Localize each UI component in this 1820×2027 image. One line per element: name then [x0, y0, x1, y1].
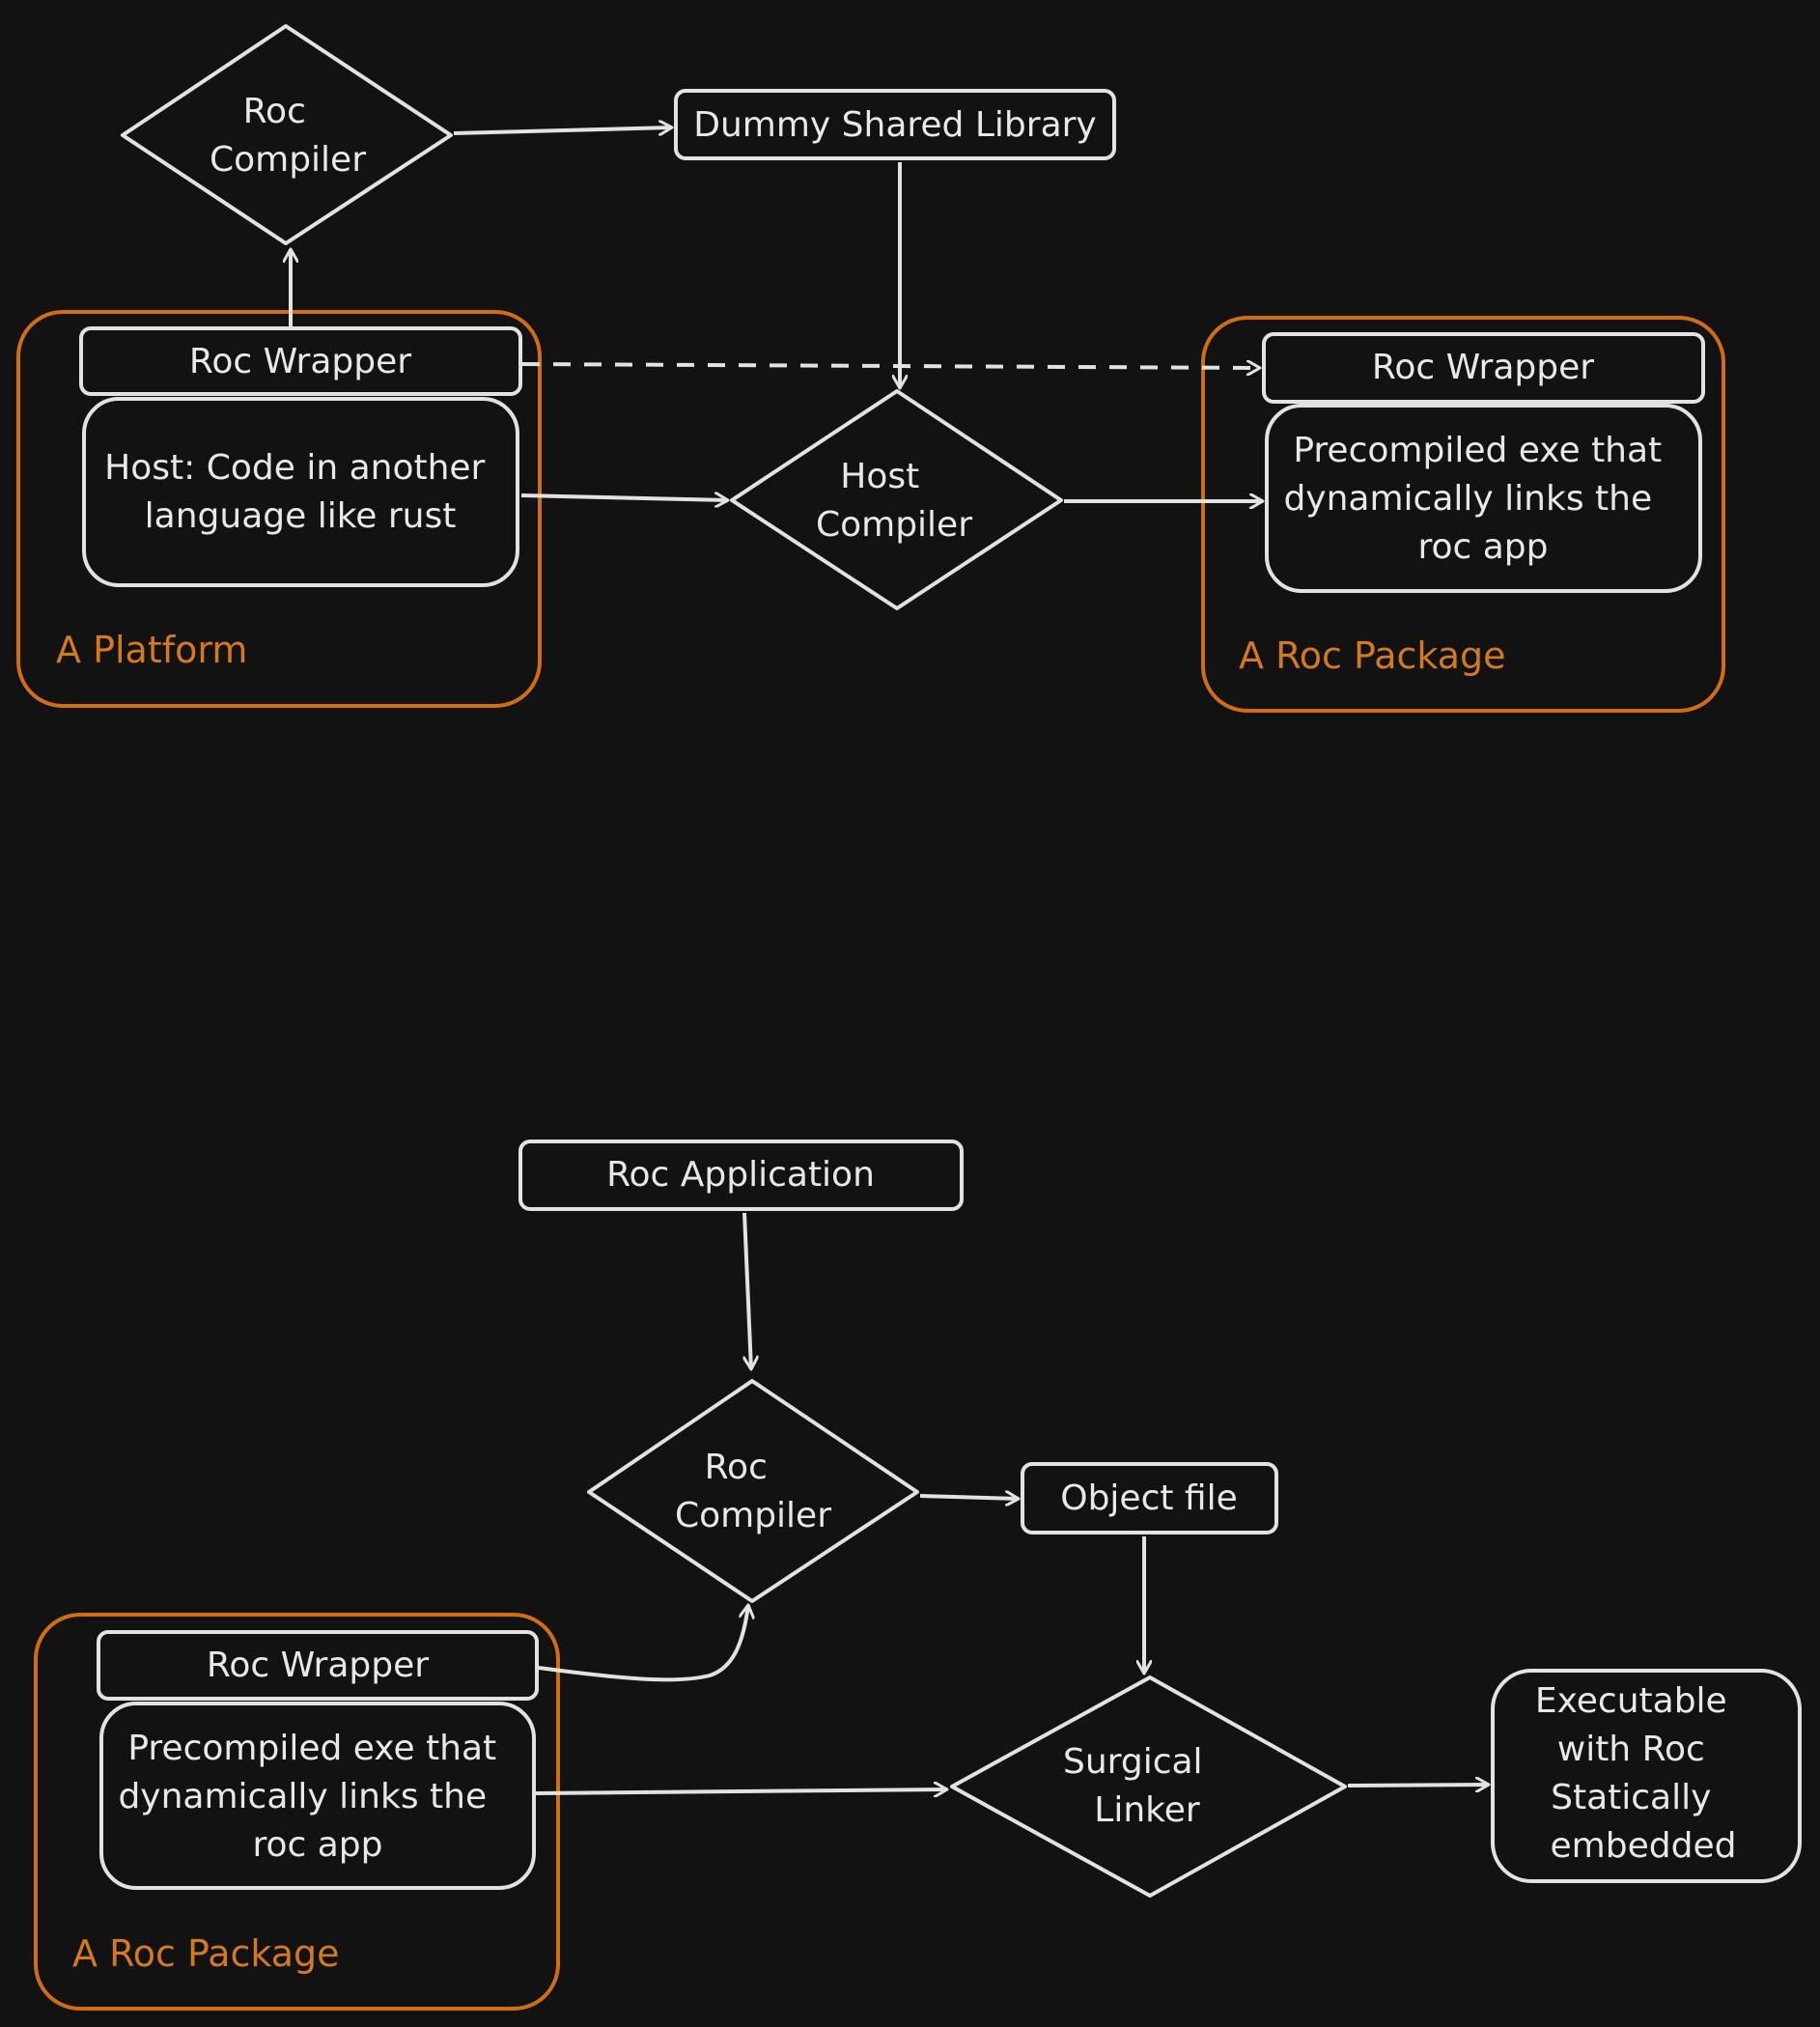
- bottom-package-exe-line-2: dynamically links the: [118, 1777, 487, 1816]
- executable-line-2: with Roc: [1557, 1730, 1705, 1769]
- host-compiler-label: Host Compiler: [816, 457, 972, 545]
- bottom-package-group-label: A Roc Package: [72, 1932, 340, 1975]
- platform-roc-wrapper-label: Roc Wrapper: [189, 342, 411, 381]
- platform-roc-wrapper-box: [79, 326, 522, 396]
- bottom-roc-compiler-line-1: Roc: [705, 1448, 768, 1487]
- bottom-package-roc-wrapper-box: [97, 1630, 539, 1701]
- executable-line-4: embedded: [1551, 1826, 1737, 1866]
- top-roc-compiler-line-2: Compiler: [210, 140, 366, 180]
- executable-line-3: Statically: [1551, 1778, 1711, 1817]
- arrow-host-to-host-compiler: [520, 495, 728, 500]
- top-package-exe-box: [1265, 404, 1702, 593]
- top-package-roc-wrapper-box: [1262, 332, 1705, 404]
- host-box: [82, 397, 519, 587]
- arrow-roc-compiler-to-dummy-library: [453, 127, 672, 133]
- roc-application-label: Roc Application: [606, 1155, 875, 1195]
- host-label: Host: Code in another language like rust: [104, 448, 496, 536]
- top-package-group-box: [1201, 316, 1725, 713]
- executable-box: [1491, 1669, 1802, 1883]
- arrow-package-exe-to-surgical-linker: [535, 1789, 947, 1793]
- bottom-package-exe-box: [99, 1702, 536, 1890]
- object-file-label: Object file: [1060, 1478, 1238, 1518]
- arrow-roc-compiler-to-object-file: [919, 1496, 1019, 1499]
- platform-group-label: A Platform: [56, 629, 247, 671]
- bottom-roc-compiler-diamond: [587, 1379, 919, 1603]
- executable-label: Executable with Roc Statically embedded: [1535, 1681, 1738, 1866]
- top-package-group-label: A Roc Package: [1239, 634, 1506, 677]
- arrow-wrapper-to-roc-compiler-bottom: [538, 1605, 748, 1682]
- surgical-linker-line-1: Surgical: [1063, 1742, 1203, 1782]
- top-package-exe-label: Precompiled exe that dynamically links t…: [1283, 431, 1672, 567]
- roc-application-box: [518, 1140, 964, 1211]
- host-compiler-line-2: Compiler: [816, 505, 972, 545]
- dummy-shared-library-label: Dummy Shared Library: [693, 105, 1096, 145]
- top-roc-compiler-diamond: [121, 24, 453, 245]
- bottom-roc-compiler-line-2: Compiler: [675, 1496, 831, 1535]
- bottom-package-exe-label: Precompiled exe that dynamically links t…: [118, 1729, 507, 1865]
- arrow-wrapper-dashed-to-package-wrapper: [521, 364, 1260, 368]
- surgical-linker-label: Surgical Linker: [1063, 1742, 1214, 1830]
- top-package-exe-line-2: dynamically links the: [1283, 479, 1652, 519]
- executable-line-1: Executable: [1535, 1681, 1727, 1721]
- bottom-package-group-box: [34, 1613, 560, 2011]
- surgical-linker-line-2: Linker: [1094, 1790, 1200, 1830]
- top-package-roc-wrapper-label: Roc Wrapper: [1372, 348, 1594, 387]
- host-label-line-2: language like rust: [145, 496, 457, 536]
- host-compiler-diamond: [730, 389, 1063, 610]
- object-file-box: [1021, 1462, 1278, 1534]
- platform-group-box: [16, 310, 542, 708]
- top-package-exe-line-1: Precompiled exe that: [1293, 431, 1662, 470]
- bottom-package-exe-line-3: roc app: [252, 1825, 382, 1865]
- arrow-surgical-linker-to-executable: [1347, 1785, 1489, 1786]
- dummy-shared-library-box: [674, 89, 1116, 160]
- top-roc-compiler-line-1: Roc: [243, 92, 306, 131]
- surgical-linker-diamond: [950, 1675, 1347, 1898]
- top-package-exe-line-3: roc app: [1417, 527, 1548, 567]
- bottom-package-exe-line-1: Precompiled exe that: [127, 1729, 496, 1768]
- arrow-application-to-roc-compiler: [742, 1212, 751, 1369]
- host-compiler-line-1: Host: [840, 457, 919, 496]
- top-roc-compiler-label: Roc Compiler: [210, 92, 366, 180]
- host-label-line-1: Host: Code in another: [104, 448, 485, 488]
- bottom-roc-compiler-label: Roc Compiler: [675, 1448, 831, 1535]
- bottom-package-roc-wrapper-label: Roc Wrapper: [207, 1646, 429, 1685]
